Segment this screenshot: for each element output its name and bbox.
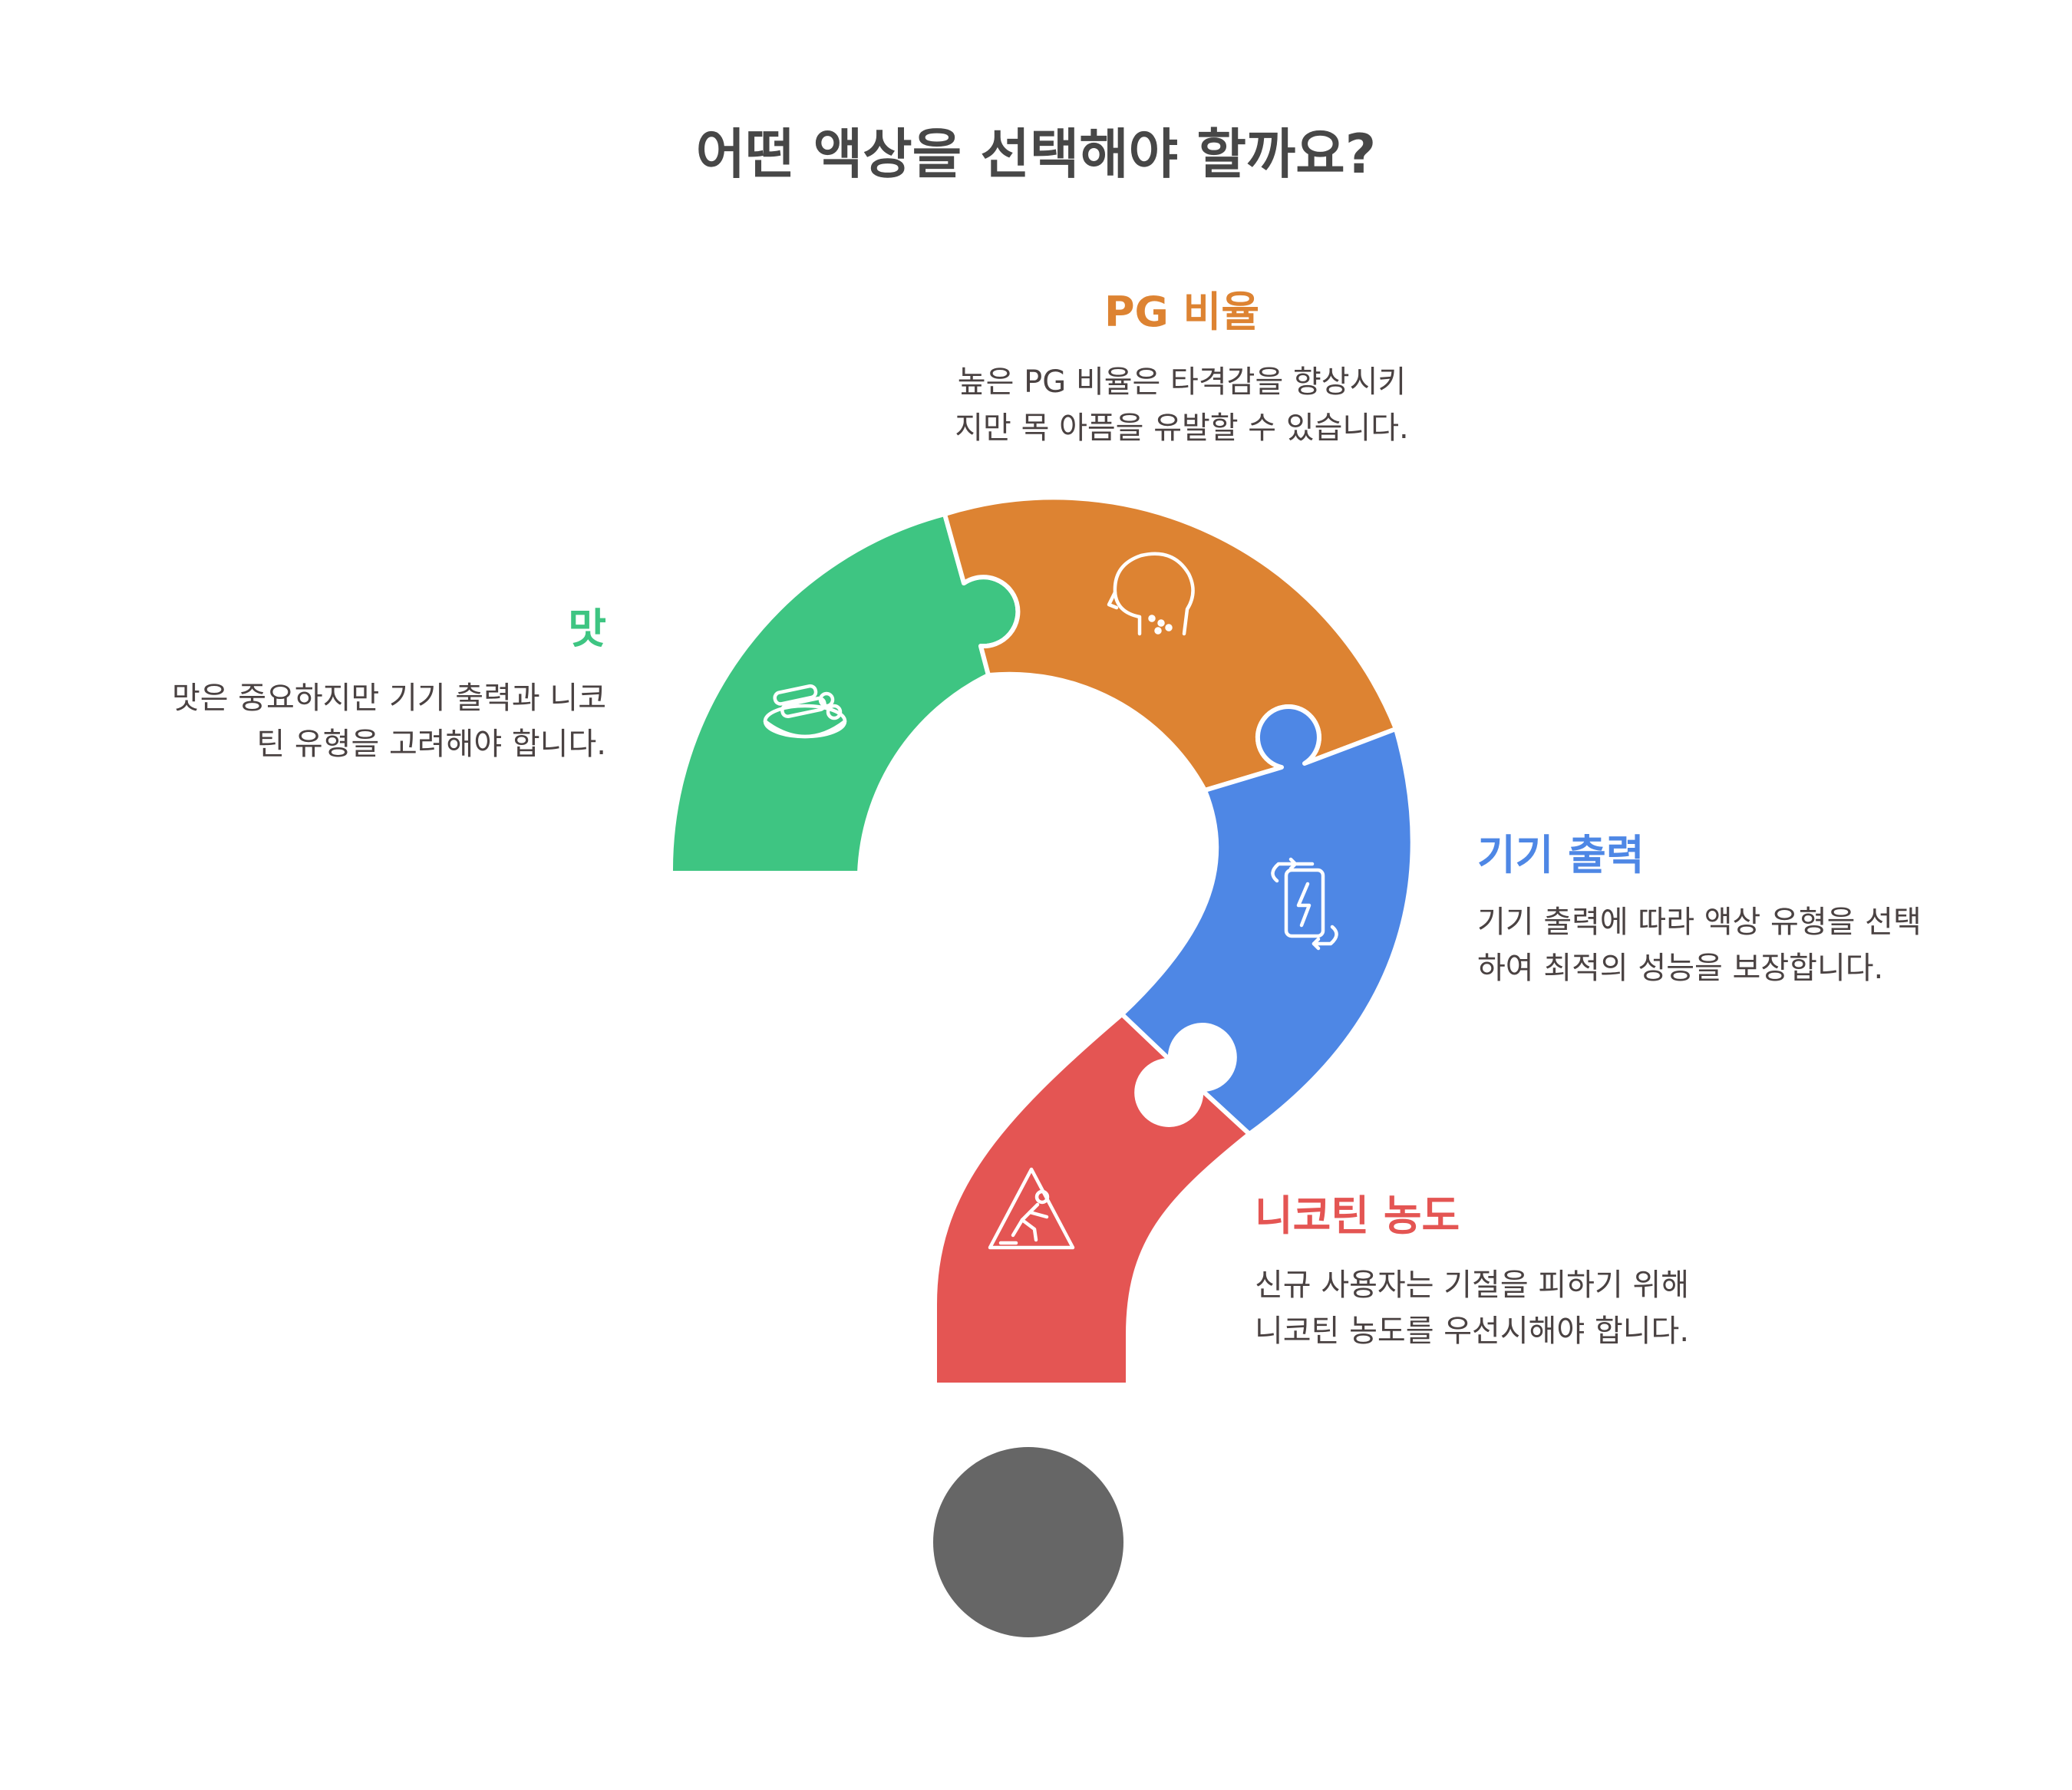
power-description: 기기 출력에 따라 액상 유형을 선택 하여 최적의 성능을 보장합니다. [1477, 899, 1922, 991]
question-mark-dot [933, 1447, 1123, 1637]
pg-description-line: 높은 PG 비율은 타격감을 향상시키 [957, 364, 1407, 400]
taste-description-line: 맛은 중요하지만 기기 출력과 니코 [171, 681, 606, 716]
nicotine-description: 신규 사용자는 기절을 피하기 위해 니코틴 농도를 우선시해야 합니다. [1255, 1262, 1689, 1354]
pg-description: 높은 PG 비율은 타격감을 향상시키 지만 목 아픔을 유발할 수 있습니다. [875, 359, 1489, 451]
pg-puzzle-piece [942, 495, 1398, 793]
battery-cycle-icon [1271, 857, 1338, 951]
noodle-bowl-icon [763, 684, 847, 739]
taste-description-line: 틴 유형을 고려해야 합니다. [256, 727, 606, 762]
power-description-line: 기기 출력에 따라 액상 유형을 선택 [1477, 905, 1922, 940]
nicotine-description-line: 신규 사용자는 기절을 피하기 위해 [1255, 1268, 1690, 1303]
power-description-line: 하여 최적의 성능을 보장합니다. [1477, 951, 1884, 986]
warning-fall-icon [988, 1167, 1075, 1250]
throat-head-icon [1107, 552, 1195, 636]
nicotine-description-line: 니코틴 농도를 우선시해야 합니다. [1255, 1314, 1690, 1349]
nicotine-puzzle-piece [932, 1012, 1252, 1387]
nicotine-heading: 니코틴 농도 [1255, 1192, 1460, 1240]
pg-heading: PG 비율 [1104, 288, 1260, 336]
taste-description: 맛은 중요하지만 기기 출력과 니코 틴 유형을 고려해야 합니다. [172, 675, 606, 767]
power-puzzle-piece [1120, 704, 1415, 1136]
taste-heading: 맛 [568, 605, 606, 653]
power-heading: 기기 출력 [1477, 831, 1645, 879]
pg-description-line: 지만 목 아픔을 유발할 수 있습니다. [955, 410, 1409, 446]
page-title: 어떤 액상을 선택해야 할까요? [695, 123, 1377, 186]
